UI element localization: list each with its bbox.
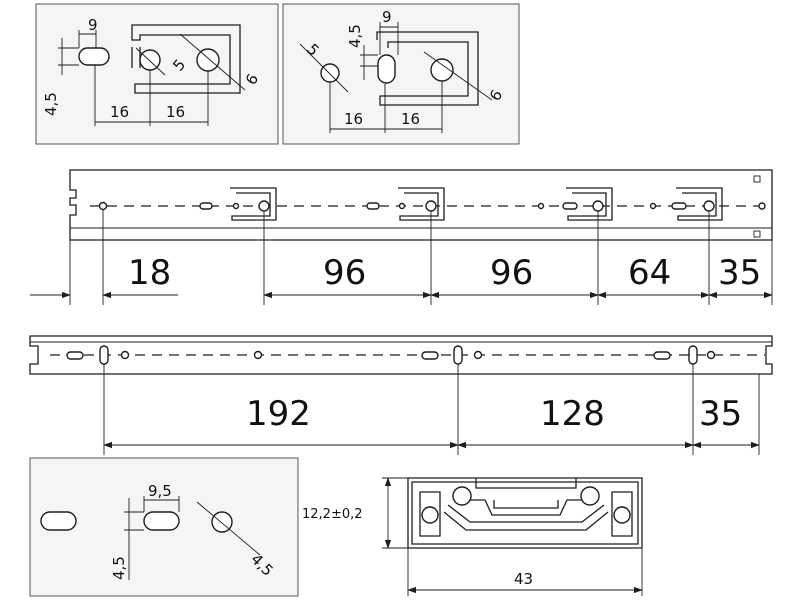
dim-slot-width: 9 [88, 16, 98, 34]
profile-section: 12,2±0,2 43 [302, 477, 643, 596]
detail-box-top-right: 5 6 9 4,5 16 16 [282, 3, 520, 145]
rail-top: 18 96 96 64 35 [30, 169, 773, 305]
rail-top-bracket-2 [366, 187, 445, 221]
dim-slot-height: 4,5 [110, 556, 128, 580]
dim-slot-height: 4,5 [42, 92, 60, 116]
rail-top-bracket-4 [649, 187, 723, 221]
dim-mid-1: 192 [246, 394, 311, 434]
dim-top-1: 18 [128, 253, 171, 293]
dim-top-2: 96 [323, 253, 366, 293]
dim-slot-width: 9 [382, 8, 392, 26]
dim-pitch-b: 16 [166, 103, 185, 121]
rail-middle: 192 128 35 [29, 335, 773, 455]
dim-pitch-b: 16 [401, 110, 420, 128]
dim-profile-width: 43 [514, 570, 533, 588]
dim-slot-width: 9,5 [148, 482, 172, 500]
dim-pitch-a: 16 [344, 110, 363, 128]
dim-mid-2: 128 [540, 394, 605, 434]
dim-profile-height: 12,2±0,2 [302, 507, 363, 522]
rail-top-bracket-3 [537, 187, 613, 221]
rail-top-bracket-1 [199, 187, 277, 221]
dim-mid-3: 35 [699, 394, 742, 434]
dim-top-3: 96 [490, 253, 533, 293]
dim-top-4: 64 [628, 253, 671, 293]
dim-top-5: 35 [718, 253, 761, 293]
dim-pitch-a: 16 [110, 103, 129, 121]
detail-box-bottom-left: 9,5 4,5 4,5 [29, 457, 299, 597]
detail-box-top-left: 9 4,5 5 6 16 16 [35, 3, 279, 145]
dim-slot-height: 4,5 [346, 24, 364, 48]
